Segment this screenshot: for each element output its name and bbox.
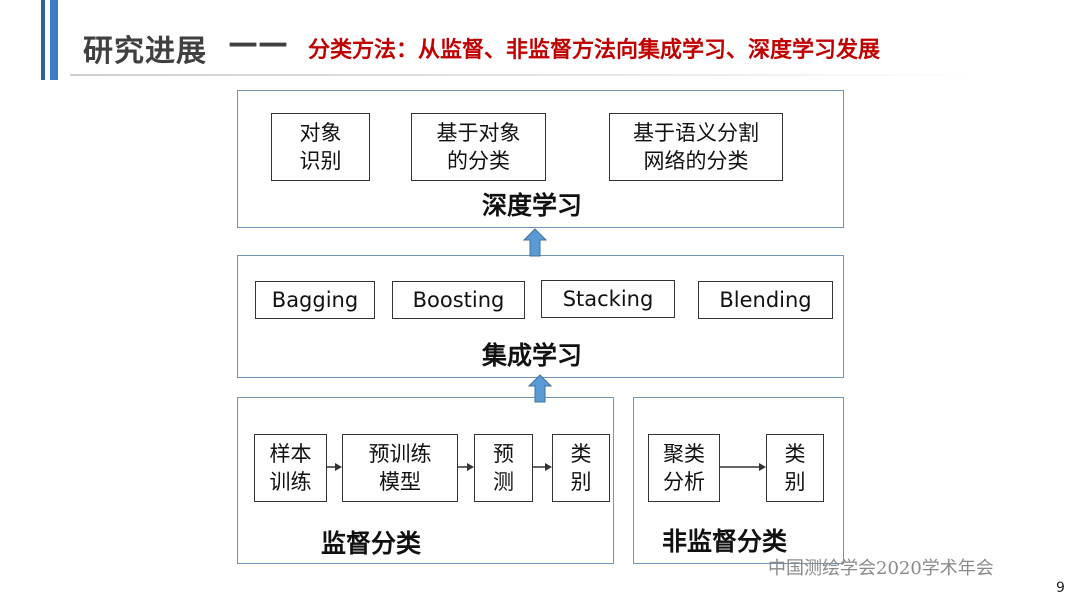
unsup-box-category: 类 别 [766,434,824,502]
dl-box-object-recognition: 对象 识别 [271,113,370,181]
page-number: 9 [1056,580,1065,596]
ensemble-box-bagging: Bagging [255,281,375,319]
slide-title: 研究进展 [83,34,207,69]
arrow-cluster-to-category [720,463,766,471]
sup-box-prediction: 预 测 [474,434,533,502]
unsup-box-cluster-analysis: 聚类 分析 [648,434,720,502]
ensemble-box-boosting: Boosting [392,281,525,319]
title-dash: —— [228,26,288,61]
sup-box-pretrained-model: 预训练 模型 [342,434,458,502]
conference-watermark: 中国测绘学会2020学术年会 [768,558,994,579]
deep-learning-label: 深度学习 [482,191,583,220]
header-accent-bar [41,0,45,80]
dl-box-object-based-classification: 基于对象 的分类 [411,113,546,181]
up-arrow-to-deep-learning [522,228,548,257]
sup-box-category: 类 别 [552,434,610,502]
arrow-model-to-predict [458,463,474,471]
up-arrow-to-ensemble [527,374,553,403]
unsupervised-classification-label: 非监督分类 [662,527,788,556]
arrow-predict-to-category [533,463,552,471]
ensemble-box-stacking: Stacking [541,280,675,318]
header-accent-bar-wide [50,0,58,80]
supervised-classification-label: 监督分类 [321,529,422,558]
dl-box-semantic-segmentation-classification: 基于语义分割 网络的分类 [609,113,783,181]
ensemble-box-blending: Blending [698,281,833,319]
title-divider [70,74,975,76]
slide-subtitle: 分类方法：从监督、非监督方法向集成学习、深度学习发展 [308,38,881,63]
ensemble-learning-label: 集成学习 [482,341,583,370]
sup-box-sample-training: 样本 训练 [254,434,327,502]
arrow-sample-to-model [327,463,342,471]
